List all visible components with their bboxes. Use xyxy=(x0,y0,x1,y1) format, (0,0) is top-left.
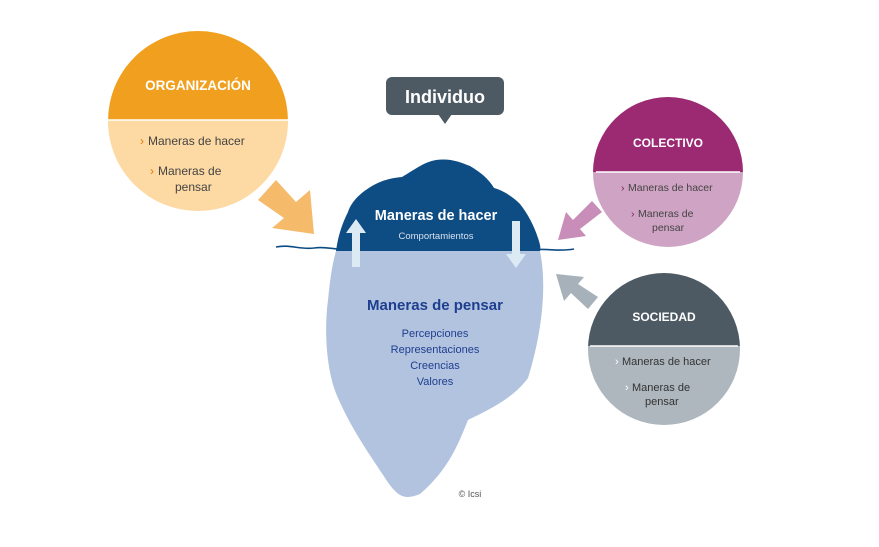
organizacion-title: ORGANIZACIÓN xyxy=(145,78,251,93)
iceberg-above-title: Maneras de hacer xyxy=(375,208,498,224)
bullet-icon: › xyxy=(150,164,154,178)
sociedad-item: Maneras de hacer xyxy=(622,356,711,368)
sociedad-arrow-icon xyxy=(556,274,598,309)
organizacion-item: Maneras de hacer xyxy=(148,134,245,148)
water-line xyxy=(275,245,575,251)
iceberg-above-subtitle: Comportamientos xyxy=(399,231,474,242)
bullet-icon: › xyxy=(140,134,144,148)
colectivo-item: pensar xyxy=(652,222,685,234)
bullet-icon: › xyxy=(625,382,629,394)
callout-label: Individuo xyxy=(405,87,485,107)
bullet-icon: › xyxy=(631,208,635,220)
copyright-text: © Icsi xyxy=(459,489,482,499)
iceberg-below-item: Valores xyxy=(417,376,454,388)
colectivo-item: Maneras de xyxy=(638,208,694,220)
organizacion-arrow-icon xyxy=(258,180,314,234)
iceberg-below-item: Representaciones xyxy=(391,344,480,356)
iceberg-below-item: Creencias xyxy=(410,360,460,372)
iceberg-below-item: Percepciones xyxy=(402,328,469,340)
iceberg-below-title: Maneras de pensar xyxy=(367,297,503,314)
sociedad-item: pensar xyxy=(645,396,679,408)
colectivo-circle: COLECTIVO › Maneras de hacer › Maneras d… xyxy=(593,97,743,247)
bullet-icon: › xyxy=(615,356,619,368)
sociedad-title: SOCIEDAD xyxy=(632,310,696,324)
organizacion-item: Maneras de xyxy=(158,164,222,178)
bullet-icon: › xyxy=(621,182,625,194)
iceberg-above-water xyxy=(336,159,541,251)
individuo-callout: Individuo xyxy=(386,77,504,124)
organizacion-item: pensar xyxy=(175,180,212,194)
colectivo-item: Maneras de hacer xyxy=(628,182,713,194)
colectivo-arrow-icon xyxy=(558,201,602,240)
sociedad-item: Maneras de xyxy=(632,382,690,394)
up-arrow-icon xyxy=(346,219,366,267)
colectivo-title: COLECTIVO xyxy=(633,136,703,150)
sociedad-circle: SOCIEDAD › Maneras de hacer › Maneras de… xyxy=(588,273,740,425)
iceberg-underwater xyxy=(326,251,544,497)
down-arrow-icon xyxy=(506,221,526,268)
